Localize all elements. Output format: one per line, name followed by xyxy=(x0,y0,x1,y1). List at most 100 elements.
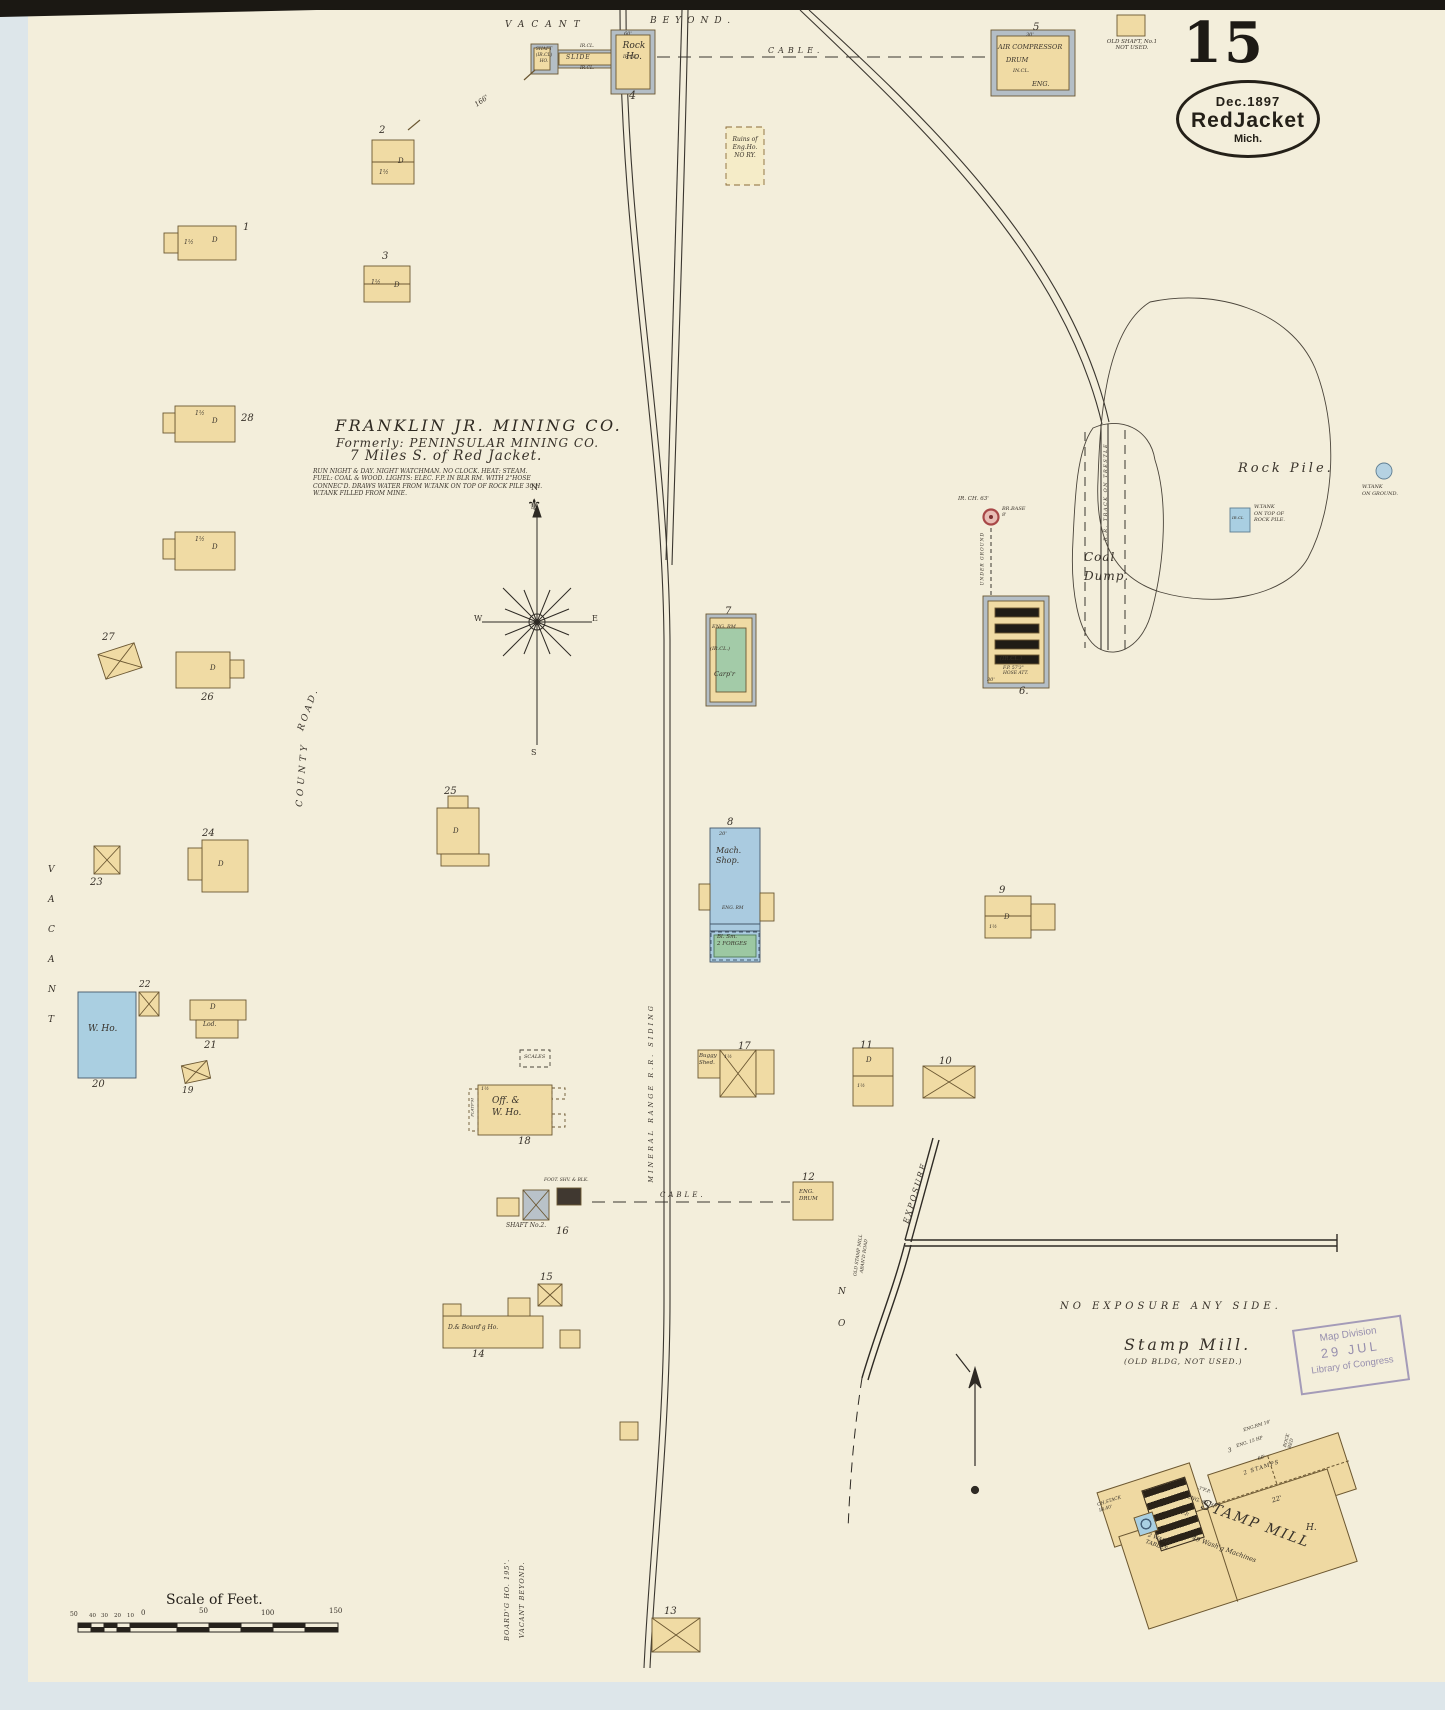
label-cable-top: CABLE. xyxy=(768,46,824,55)
building-15-number: 15 xyxy=(540,1272,553,1283)
building-11-d: D xyxy=(866,1056,872,1064)
building-18-office-warehouse xyxy=(468,1084,566,1136)
scale-tick-10: 10 xyxy=(127,1613,134,1619)
building-28-d: D xyxy=(212,417,218,425)
building-6-ircl: (IR.CL.) xyxy=(1000,656,1022,662)
tram-arrow xyxy=(955,1353,982,1495)
compass-fleur-icon: ⚜ xyxy=(527,495,542,514)
label-vacant-left: V A C A N T xyxy=(48,865,56,1025)
building-28-stories: 1½ xyxy=(195,410,205,417)
scale-tick-30: 30 xyxy=(101,1613,108,1619)
oval-date: Dec.1897 xyxy=(1215,93,1281,109)
building-16-shaft-label: SHAFT No.2. xyxy=(506,1222,547,1229)
building-8-blacksmith-label: Bl. Sm. 2 FORGES xyxy=(717,934,747,947)
building-1-d: D xyxy=(212,236,218,244)
building-22-shed xyxy=(138,991,160,1017)
building-5-incl-label: IN.CL. xyxy=(1013,68,1030,74)
building-16-sheave-label: FOOT. SHV. & BLK. xyxy=(544,1178,589,1183)
compass-north-label: N xyxy=(531,483,538,492)
building-11-dwelling xyxy=(852,1047,894,1107)
label-wtank-top-inner: IR.CL xyxy=(1232,515,1244,520)
building-18-platform: PLATF'M xyxy=(469,1098,475,1117)
label-slide: SLIDE xyxy=(566,54,591,61)
building-24-d: D xyxy=(218,860,224,868)
building-9-number: 9 xyxy=(999,885,1006,896)
building-5-air-compressor xyxy=(990,29,1076,97)
building-2-d: D xyxy=(398,157,404,165)
building-10-shed xyxy=(922,1065,976,1099)
building-21-d: D xyxy=(210,1003,216,1011)
label-vacant-top: VACANT xyxy=(505,20,587,30)
title-note: RUN NIGHT & DAY. NIGHT WATCHMAN. NO CLOC… xyxy=(313,468,543,497)
label-old-shaft-1: OLD SHAFT, No.1 NOT USED. xyxy=(1106,39,1158,52)
buildings-layer xyxy=(77,14,1393,1653)
building-mid-d: D xyxy=(212,543,218,551)
building-25-d: D xyxy=(453,827,459,835)
building-8-number: 8 xyxy=(727,817,734,828)
building-25-number: 25 xyxy=(444,786,457,797)
building-22-number: 22 xyxy=(139,980,151,990)
title-formerly: Formerly: PENINSULAR MINING CO. xyxy=(336,436,600,450)
building-21-number: 21 xyxy=(204,1040,217,1051)
building-17-buggy-shed: Buggy Shed. xyxy=(699,1053,717,1066)
building-4-number: 4 xyxy=(629,89,636,102)
building-23-shed xyxy=(93,845,121,875)
building-25-dwelling xyxy=(436,795,490,867)
building-18-number: 18 xyxy=(518,1136,531,1147)
building-20-number: 20 xyxy=(92,1079,105,1090)
label-boarding-house-beyond: BOARD'G HO. 195'. xyxy=(503,1558,512,1641)
building-11-stories: 1½ xyxy=(857,1083,866,1089)
building-23-number: 23 xyxy=(90,877,103,888)
compass-south-label: S xyxy=(531,748,537,757)
coal-dump-outline xyxy=(1072,423,1164,653)
label-shaft-house: SHAFT (IR.CL) HO. xyxy=(535,47,553,64)
building-13-number: 13 xyxy=(664,1606,677,1617)
building-17-stable xyxy=(697,1049,775,1098)
label-coal-dump: Coal Dump. xyxy=(1084,550,1130,584)
label-slide-ircl-above: IR.CL. xyxy=(580,44,595,49)
building-5-dim: 30' xyxy=(1026,32,1034,38)
building-7-ircl: (IR.CL.) xyxy=(710,646,730,652)
top-border-bar xyxy=(0,0,1445,10)
building-11-number: 11 xyxy=(860,1040,873,1051)
label-rock-pile: Rock Pile. xyxy=(1238,461,1334,476)
building-2-stories: 1½ xyxy=(379,169,389,176)
scale-tick-100: 100 xyxy=(261,1609,275,1617)
rock-pile-outline xyxy=(1097,297,1332,600)
label-chimney: IR. CH. 63' xyxy=(958,496,989,502)
building-1-dwelling xyxy=(163,225,237,261)
label-beyond-top: BEYOND. xyxy=(650,16,737,26)
stamp-mill-subtitle: (OLD BLDG, NOT USED.) xyxy=(1124,1357,1243,1366)
building-5-number: 5 xyxy=(1033,22,1040,33)
building-12-number: 12 xyxy=(802,1172,815,1183)
building-8-machine-shop xyxy=(698,827,775,963)
building-26-d: D xyxy=(210,664,216,672)
building-4-rock-house xyxy=(523,29,656,95)
building-4-name: Rock Ho. xyxy=(622,41,646,62)
building-10-number: 10 xyxy=(939,1056,952,1067)
building-4-dim: 60' xyxy=(624,31,632,37)
compass-west-label: W xyxy=(474,614,483,623)
building-16-shaft-no2 xyxy=(496,1187,582,1221)
label-wtank-top: W.TANK ON TOP OF ROCK PILE. xyxy=(1254,504,1285,523)
scale-tick-40: 40 xyxy=(89,1613,96,1619)
scale-title: Scale of Feet. xyxy=(166,1592,263,1608)
building-24-number: 24 xyxy=(202,828,215,839)
building-4-ircl: IR.CL. xyxy=(623,55,638,60)
compass-rose xyxy=(482,503,592,745)
building-3-dwelling xyxy=(363,265,411,303)
building-18-stories: 1½ xyxy=(481,1086,490,1092)
building-8-dim: 20' xyxy=(719,831,727,837)
sheet-number: 15 xyxy=(1183,10,1265,76)
building-7-engine-carpenter xyxy=(705,613,757,707)
road-boundary xyxy=(847,1137,1338,1531)
label-no-exposure: NO EXPOSURE ANY SIDE. xyxy=(1060,1301,1282,1312)
building-8-machine-shop-label: Mach. Shop. xyxy=(716,846,742,865)
building-17-number: 17 xyxy=(738,1041,751,1052)
building-8-engine-label: ENG. RM xyxy=(722,906,744,911)
scale-tick-20: 20 xyxy=(114,1613,121,1619)
title-company: FRANKLIN JR. MINING CO. xyxy=(335,416,623,435)
building-2-dwelling xyxy=(371,119,421,185)
building-27-shed xyxy=(97,642,143,680)
